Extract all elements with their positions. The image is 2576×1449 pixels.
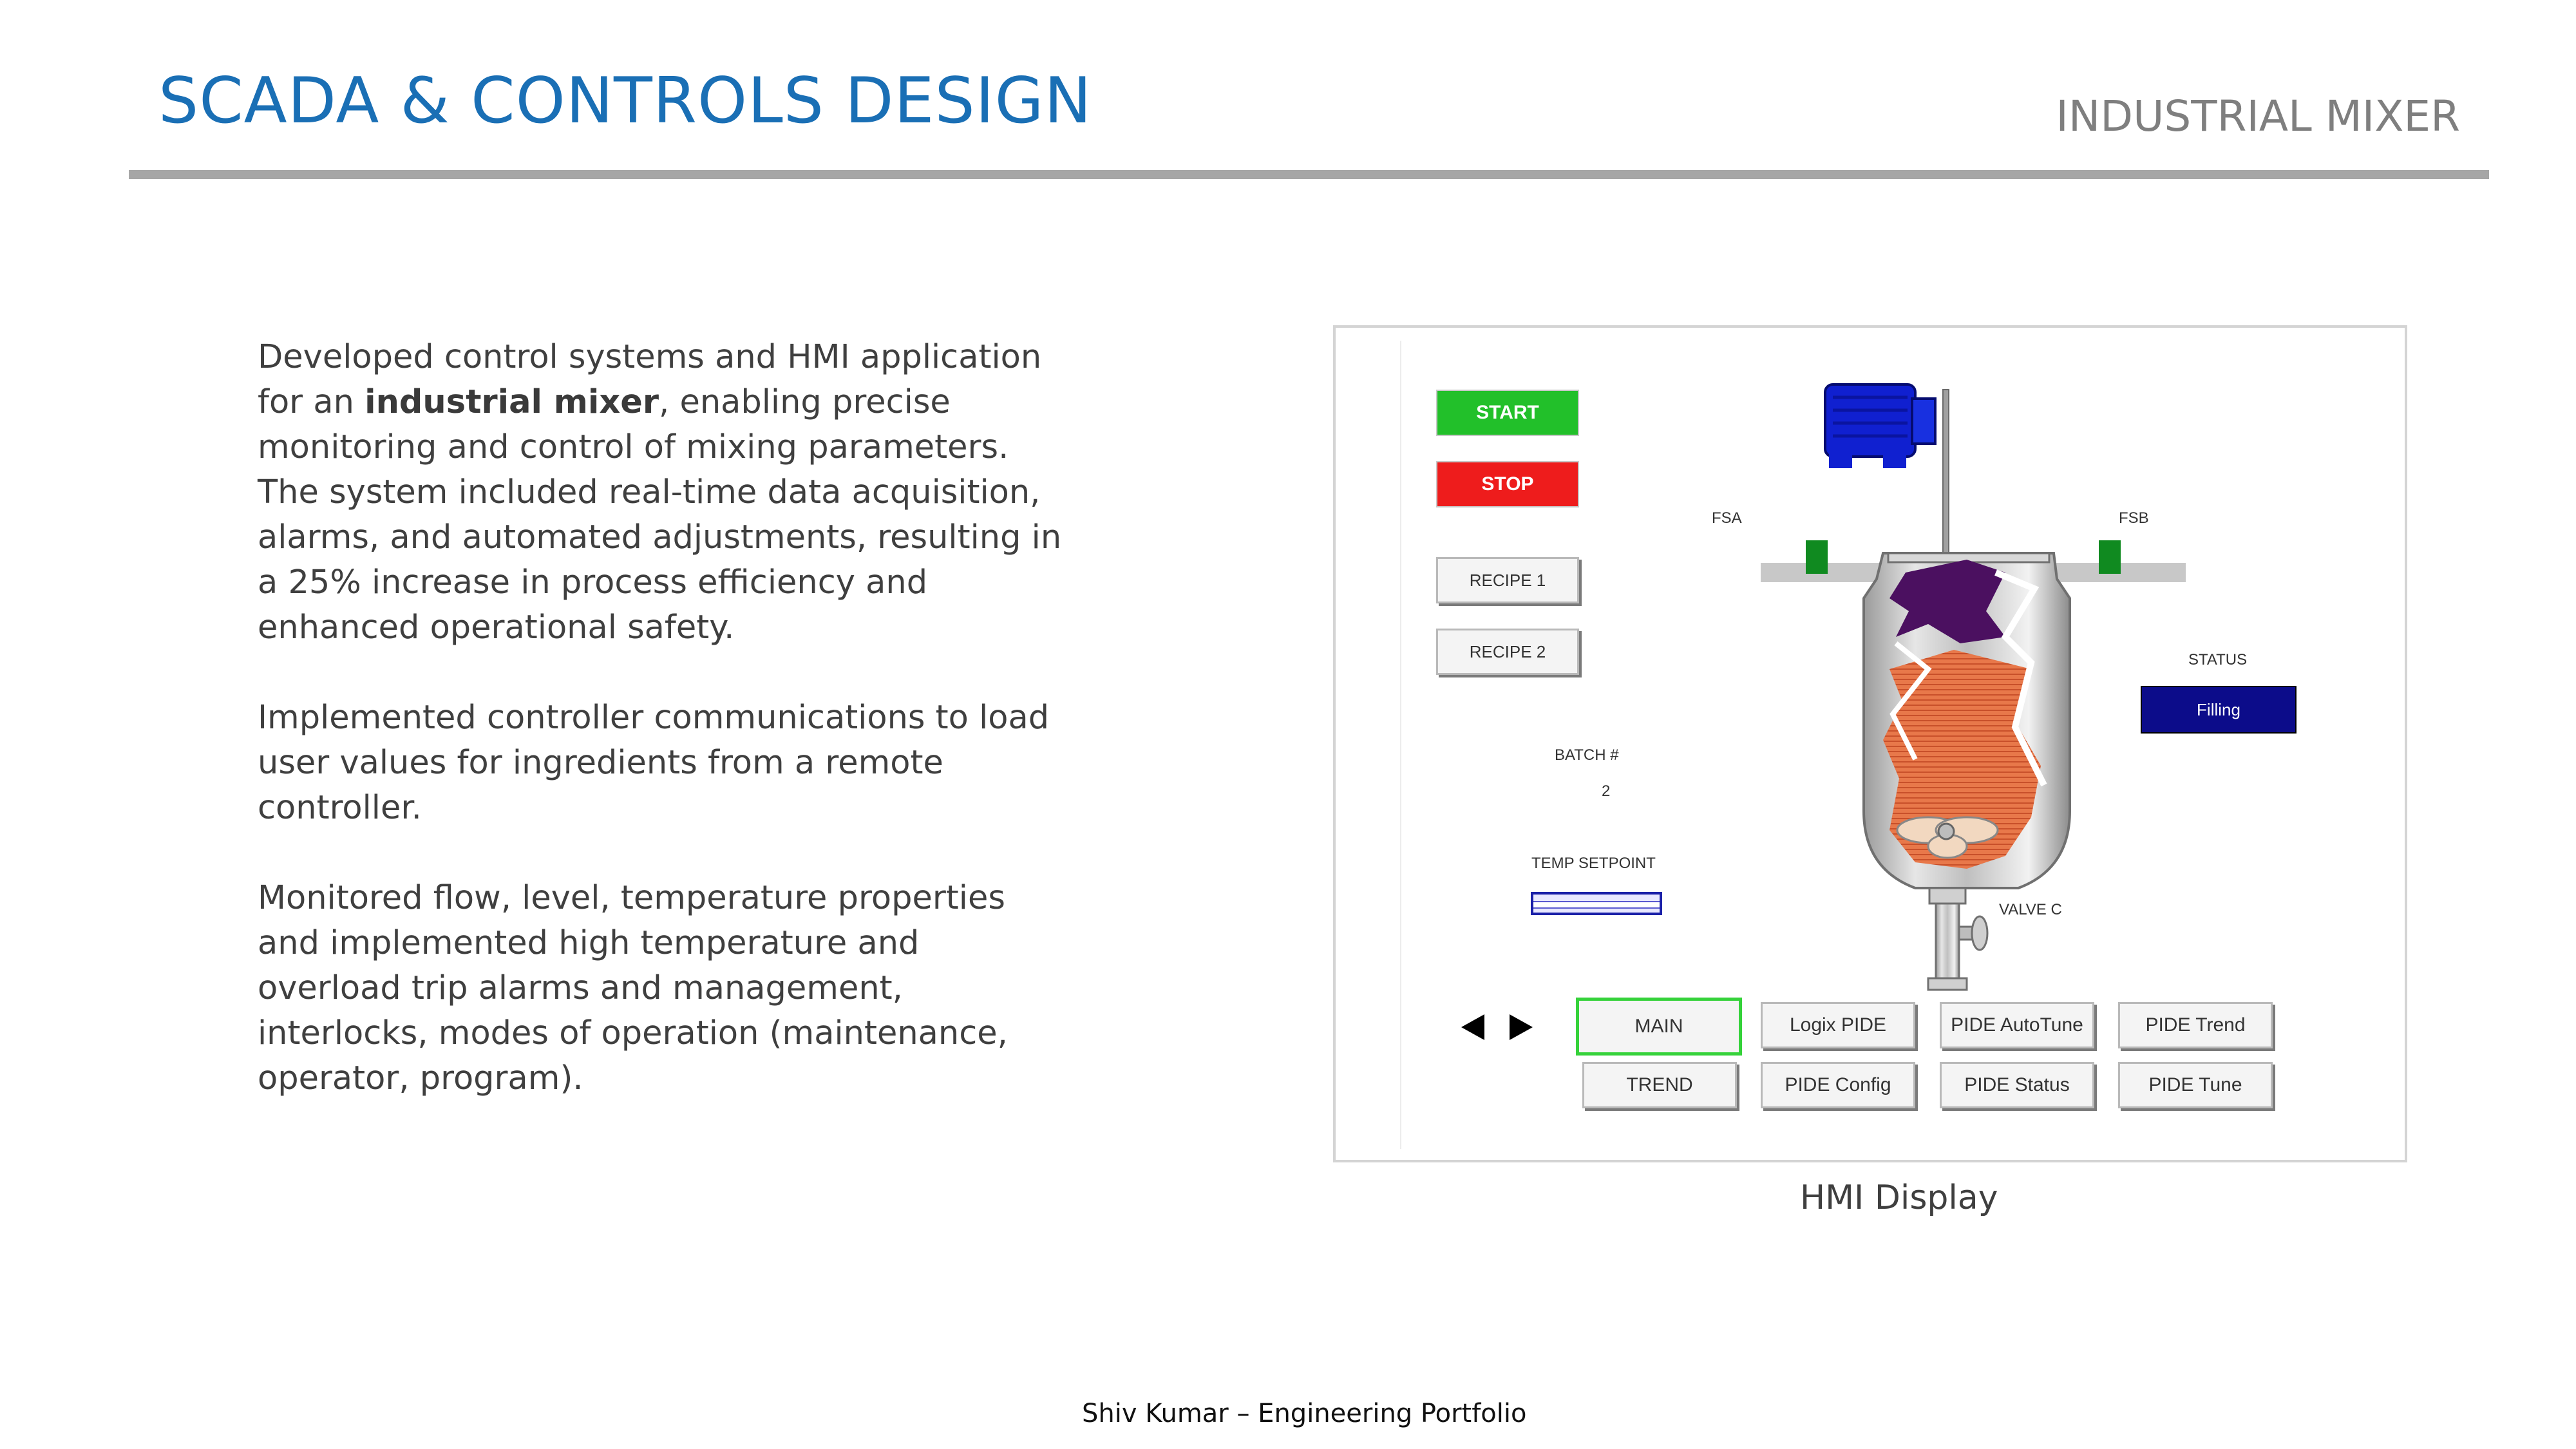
tab-pide-tune[interactable]: PIDE Tune (2118, 1062, 2273, 1108)
figure-caption: HMI Display (1800, 1179, 1998, 1217)
temp-setpoint-bar[interactable] (1531, 892, 1662, 915)
batch-value: 2 (1602, 782, 1611, 800)
recipe-1-button[interactable]: RECIPE 1 (1436, 557, 1579, 603)
bold-term: industrial mixer (365, 383, 659, 421)
paragraph-2: Implemented controller communications to… (258, 699, 1050, 827)
valve-c-label: VALVE C (1999, 901, 2062, 918)
stop-button[interactable]: STOP (1436, 461, 1579, 507)
liquid-content (1883, 650, 2041, 869)
solid-content (1889, 560, 2005, 643)
fsa-label: FSA (1712, 509, 1742, 527)
page-title: SCADA & CONTROLS DESIGN (158, 64, 1092, 138)
nav-left-arrow[interactable] (1461, 1014, 1484, 1040)
fsa-switch (1806, 540, 1828, 574)
valve-c-icon (1958, 915, 1989, 951)
recipe-2-button[interactable]: RECIPE 2 (1436, 629, 1579, 675)
hmi-screenshot: START STOP RECIPE 1 RECIPE 2 BATCH # 2 T… (1333, 325, 2407, 1162)
description-text: Developed control systems and HMI applic… (258, 335, 1069, 1146)
impeller-icon (1896, 816, 1999, 859)
fsb-switch (2099, 540, 2121, 574)
tab-trend[interactable]: TREND (1582, 1062, 1737, 1108)
mixer-vessel-graphic (1761, 383, 2186, 991)
paragraph-3: Monitored flow, level, temperature prope… (258, 879, 1008, 1097)
tab-pide-trend[interactable]: PIDE Trend (2118, 1002, 2273, 1048)
paragraph-1: Developed control systems and HMI applic… (258, 338, 1062, 647)
fsb-label: FSB (2119, 509, 2149, 527)
status-label: STATUS (2188, 651, 2248, 668)
page-subtitle: INDUSTRIAL MIXER (2056, 91, 2460, 141)
tab-pide-autotune[interactable]: PIDE AutoTune (1940, 1002, 2094, 1048)
tab-pide-config[interactable]: PIDE Config (1761, 1062, 1915, 1108)
tab-pide-status[interactable]: PIDE Status (1940, 1062, 2094, 1108)
tab-logix-pide[interactable]: Logix PIDE (1761, 1002, 1915, 1048)
batch-label: BATCH # (1555, 746, 1619, 764)
nav-right-arrow[interactable] (1510, 1014, 1533, 1040)
tab-main[interactable]: MAIN (1576, 998, 1742, 1056)
footer-text: Shiv Kumar – Engineering Portfolio (1082, 1399, 1527, 1428)
title-divider (129, 170, 2489, 179)
status-indicator: Filling (2141, 686, 2297, 734)
motor-icon (1824, 383, 1937, 468)
start-button[interactable]: START (1436, 390, 1579, 436)
temp-setpoint-label: TEMP SETPOINT (1531, 855, 1656, 872)
